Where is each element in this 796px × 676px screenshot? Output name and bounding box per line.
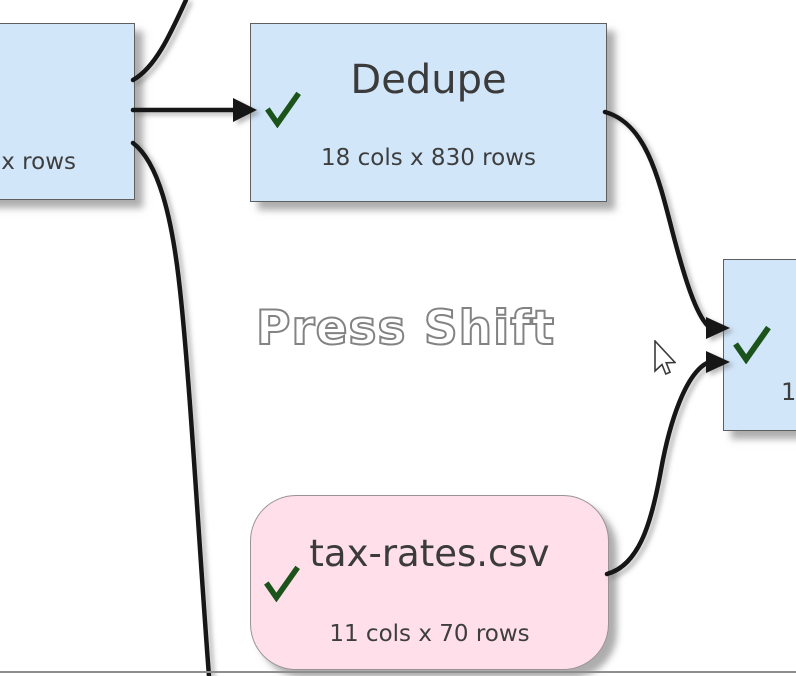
- edge-dedupe-to-result: [602, 109, 711, 329]
- check-icon: [265, 91, 301, 128]
- mouse-cursor-icon: [654, 340, 676, 376]
- node-subtitle: 11 cols x 70 rows: [329, 621, 530, 647]
- node-result[interactable]: 1: [723, 259, 796, 431]
- edge-upstream-to-bottom: [130, 140, 212, 676]
- check-icon: [733, 325, 771, 364]
- node-subtitle: x rows: [1, 149, 76, 175]
- node-dedupe[interactable]: Dedupe 18 cols x 830 rows: [250, 23, 607, 202]
- node-subtitle: 1: [781, 378, 796, 406]
- canvas-bottom-edge: [0, 671, 796, 673]
- node-upstream[interactable]: x rows: [0, 23, 135, 200]
- edge-upstream-to-top: [130, 0, 189, 83]
- press-shift-watermark: Press Shift: [255, 300, 556, 357]
- check-icon: [264, 565, 300, 602]
- node-title: tax-rates.csv: [309, 532, 550, 575]
- node-title: Dedupe: [350, 57, 507, 103]
- node-subtitle: 18 cols x 830 rows: [321, 145, 536, 171]
- edge-taxrates-to-result: [604, 360, 710, 577]
- node-tax-rates[interactable]: tax-rates.csv 11 cols x 70 rows: [250, 495, 609, 670]
